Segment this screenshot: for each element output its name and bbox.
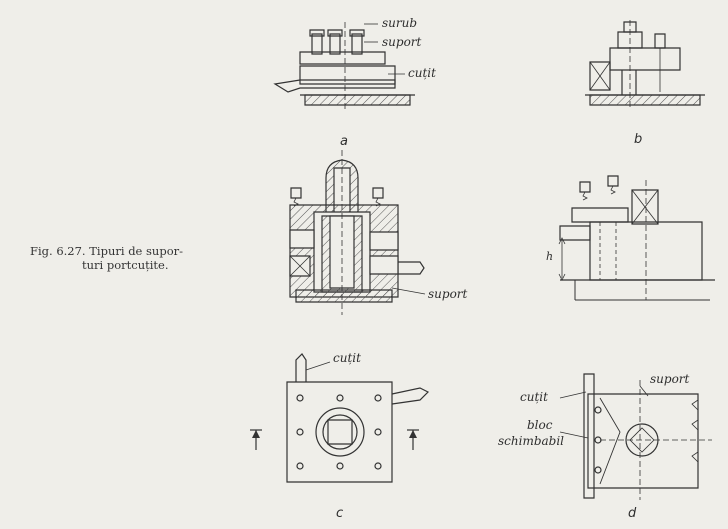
label-a-suport: suport [382,35,422,49]
label-d-cutit: cuțit [520,390,548,404]
label-d-bloc: bloc [527,418,553,432]
sublabel-d: d [628,506,637,521]
sublabel-a: a [340,134,348,149]
label-dimension-h: h [546,250,554,263]
drawing-c-top-view [250,354,428,482]
sublabel-b: b [634,132,643,147]
caption-text-line2: turi portcuțite. [82,258,169,272]
drawing-d-top-view [560,374,712,500]
drawing-b-side-view [585,20,705,110]
sublabel-c: c [336,506,344,521]
label-d-suport: suport [650,372,690,386]
caption-text-line1: Tipuri de supor- [89,244,183,258]
drawing-d-side-view [559,176,715,300]
figure-caption: Fig. 6.27. Tipuri de supor- turi portcuț… [30,244,250,272]
caption-fig-number: Fig. 6.27. [30,244,86,258]
drawing-a-side-view [275,22,415,110]
label-c-cutit: cuțit [333,351,361,365]
label-d-schimbabil: schimbabil [498,434,565,448]
label-c-suport: suport [428,287,468,301]
label-a-cutit: cuțit [408,66,436,80]
drawing-c-section-view [290,150,425,315]
label-a-surub: surub [382,16,418,30]
